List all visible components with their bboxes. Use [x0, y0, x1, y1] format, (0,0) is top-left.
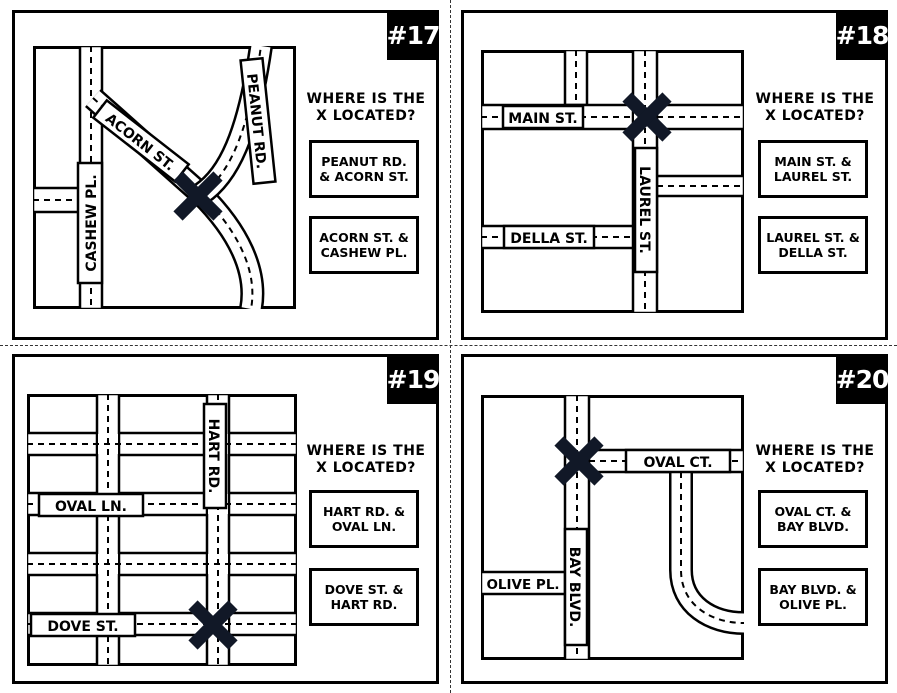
svg-text:DOVE ST.: DOVE ST.	[47, 619, 118, 635]
street-sign-main: MAIN ST.	[501, 104, 585, 130]
street-sign-bay: BAY BLVD.	[563, 527, 589, 647]
x-marker	[188, 600, 238, 650]
street-map: PEANUT RD. ACORN ST. CASHEW PL.	[33, 46, 296, 309]
svg-text:OVAL CT.: OVAL CT.	[643, 455, 712, 471]
street-sign-cashew: CASHEW PL.	[76, 161, 104, 285]
street-sign-laurel: LAUREL ST.	[633, 146, 659, 274]
x-marker	[173, 171, 223, 221]
question-text: WHERE IS THE X LOCATED?	[755, 91, 875, 124]
street-map: OLIVE PL. OVAL CT. BAY BLVD.	[481, 395, 744, 660]
svg-text:DELLA ST.: DELLA ST.	[510, 231, 588, 247]
answer-option-b[interactable]: ACORN ST. & CASHEW PL.	[309, 216, 419, 274]
street-sign-dove: DOVE ST.	[29, 612, 137, 638]
svg-text:OVAL LN.: OVAL LN.	[55, 499, 127, 515]
answer-option-a[interactable]: HART RD. & OVAL LN.	[309, 490, 419, 548]
street-sign-oval: OVAL LN.	[37, 492, 145, 518]
street-sign-della: DELLA ST.	[502, 224, 596, 250]
question-text: WHERE IS THE X LOCATED?	[755, 443, 875, 476]
x-marker	[554, 436, 604, 486]
card-number: #19	[387, 354, 440, 404]
answer-option-a[interactable]: PEANUT RD. & ACORN ST.	[309, 140, 419, 198]
street-sign-oval-ct: OVAL CT.	[624, 448, 732, 474]
street-map: MAIN ST. LAUREL ST. DELLA ST.	[481, 50, 744, 313]
x-marker	[622, 92, 672, 142]
answer-option-a[interactable]: MAIN ST. & LAUREL ST.	[758, 140, 868, 198]
svg-text:HART RD.: HART RD.	[205, 419, 221, 494]
question-text: WHERE IS THE X LOCATED?	[306, 443, 426, 476]
svg-text:OLIVE PL.: OLIVE PL.	[486, 577, 559, 593]
answer-option-a[interactable]: OVAL CT. & BAY BLVD.	[758, 490, 868, 548]
svg-text:LAUREL ST.: LAUREL ST.	[636, 166, 652, 254]
street-sign-olive: OLIVE PL.	[481, 570, 567, 596]
cut-line-vertical	[450, 0, 451, 693]
task-card-17: #17 PEANUT RD.	[12, 10, 440, 340]
answer-option-b[interactable]: BAY BLVD. & OLIVE PL.	[758, 568, 868, 626]
card-number: #18	[836, 10, 889, 60]
street-sign-hart: HART RD.	[202, 402, 228, 510]
svg-text:CASHEW PL.: CASHEW PL.	[84, 174, 100, 271]
card-number: #20	[836, 354, 889, 404]
question-text: WHERE IS THE X LOCATED?	[306, 91, 426, 124]
svg-text:MAIN ST.: MAIN ST.	[508, 111, 577, 127]
task-card-20: #20 OLIVE PL. OVAL CT.	[461, 354, 889, 684]
task-card-19: #19	[12, 354, 440, 684]
cut-line-horizontal	[0, 345, 897, 346]
street-sign-peanut: PEANUT RD.	[239, 56, 277, 186]
card-number: #17	[387, 10, 440, 60]
street-map: HART RD. OVAL LN. DOVE ST.	[27, 394, 297, 666]
answer-option-b[interactable]: DOVE ST. & HART RD.	[309, 568, 419, 626]
task-card-18: #18 MAIN ST.	[461, 10, 889, 340]
svg-text:BAY BLVD.: BAY BLVD.	[566, 547, 582, 628]
answer-option-b[interactable]: LAUREL ST. & DELLA ST.	[758, 216, 868, 274]
